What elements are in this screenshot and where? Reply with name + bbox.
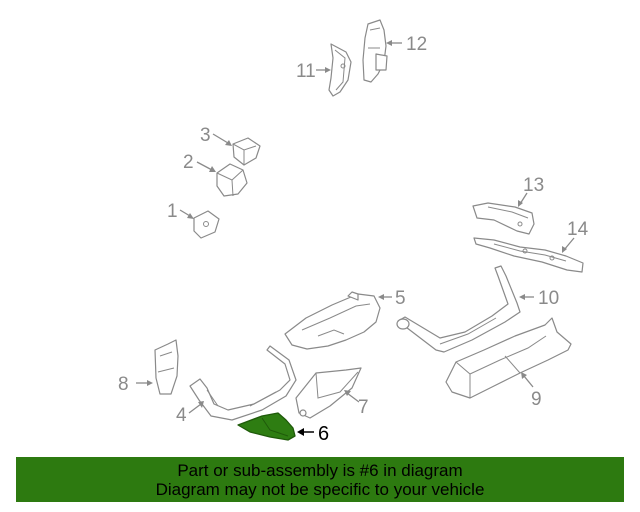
callout-9: 9 [531, 389, 542, 410]
arrow-11 [325, 67, 331, 73]
part-11[interactable] [328, 43, 352, 97]
callout-2: 2 [183, 152, 194, 173]
arrow-12 [386, 40, 392, 46]
part-4[interactable] [189, 345, 297, 421]
arrow-4 [198, 401, 204, 408]
callout-12: 12 [406, 34, 427, 55]
leader-1 [179, 209, 191, 217]
leader-14 [563, 237, 575, 251]
arrow-2 [209, 166, 216, 172]
arrow-7 [344, 390, 351, 396]
callout-7: 7 [358, 397, 369, 418]
part-2[interactable] [216, 163, 248, 197]
part-14[interactable] [473, 237, 584, 273]
arrow-9 [521, 372, 527, 379]
callout-8: 8 [118, 374, 129, 395]
part-1[interactable] [193, 210, 220, 239]
banner-line-1: Part or sub-assembly is #6 in diagram [177, 461, 463, 480]
arrow-13 [518, 200, 523, 207]
banner-line-2: Diagram may not be specific to your vehi… [155, 480, 485, 499]
leader-4 [188, 403, 202, 414]
part-8[interactable] [154, 339, 179, 395]
callout-6: 6 [318, 423, 329, 445]
parts-diagram: 11 12 3 2 1 13 [118, 19, 589, 445]
arrow-3 [225, 140, 232, 146]
part-3[interactable] [232, 137, 261, 166]
leader-3 [212, 133, 229, 144]
arrow-14 [562, 246, 567, 253]
leader-7 [346, 392, 360, 403]
arrow-5 [378, 294, 384, 300]
part-6-highlighted[interactable] [237, 412, 296, 441]
callout-4: 4 [176, 405, 187, 426]
leader-9 [523, 375, 534, 388]
arrow-10 [519, 294, 525, 300]
callout-14: 14 [567, 219, 589, 240]
info-banner: Part or sub-assembly is #6 in diagram Di… [16, 457, 624, 502]
callout-11: 11 [296, 61, 316, 82]
callout-3: 3 [200, 125, 211, 146]
part-10[interactable] [396, 265, 521, 353]
arrow-8 [147, 380, 153, 386]
part-5[interactable] [284, 291, 381, 350]
part-13[interactable] [472, 202, 535, 235]
callout-5: 5 [395, 288, 406, 309]
callout-10: 10 [538, 288, 559, 309]
callout-13: 13 [523, 175, 544, 196]
arrow-1 [187, 213, 194, 219]
part-12[interactable] [362, 19, 388, 83]
part-7[interactable] [295, 367, 362, 419]
leader-2 [196, 161, 213, 171]
arrow-6 [297, 428, 304, 436]
callout-1: 1 [167, 201, 178, 222]
part-9[interactable] [445, 317, 572, 399]
